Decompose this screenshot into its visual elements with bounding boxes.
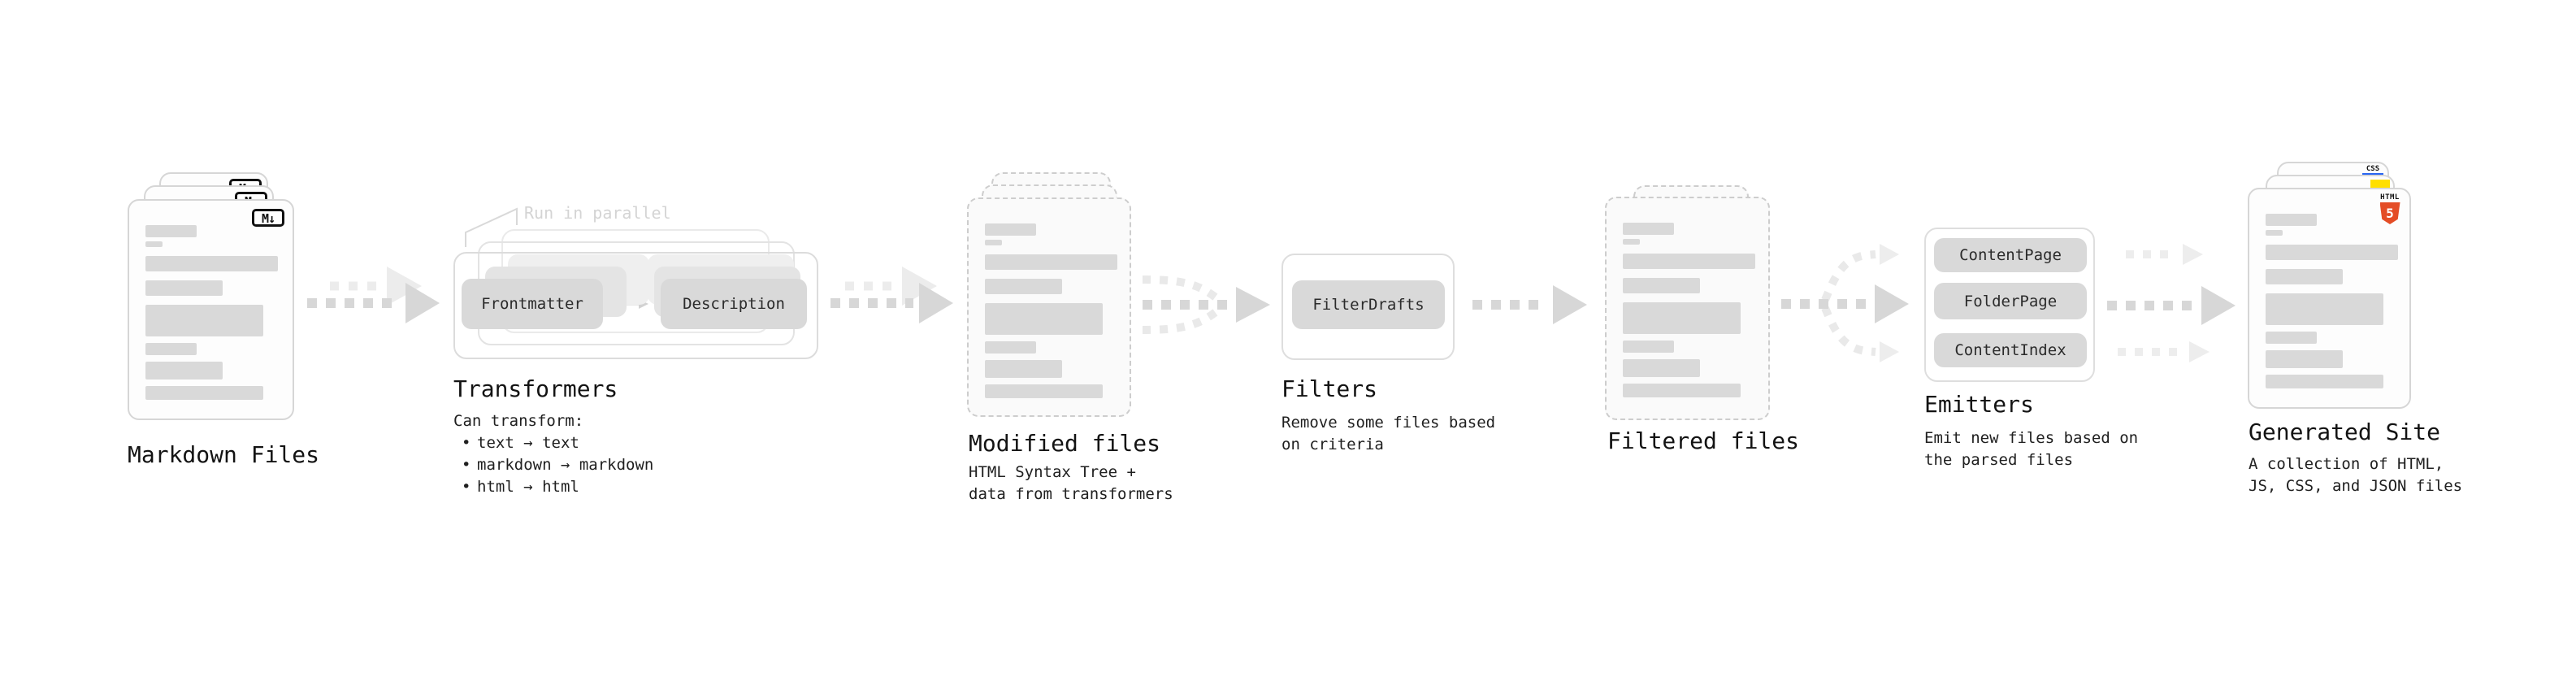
desc-line: A collection of HTML, — [2249, 455, 2444, 473]
desc-line: the parsed files — [1924, 451, 2074, 469]
desc-line: on criteria — [1281, 436, 1384, 453]
filtered-files-label: Filtered files — [1607, 427, 1800, 454]
skeleton-line — [145, 386, 263, 400]
skeleton-line — [145, 280, 223, 296]
contentindex-pill: ContentIndex — [1934, 333, 2087, 367]
transformers-title: Transformers — [453, 375, 618, 402]
transformer-box-front — [453, 252, 818, 359]
transformers-heading: Can transform: — [453, 412, 584, 430]
site-file-card-html: HTML 5 — [2248, 188, 2411, 409]
skeleton-line — [145, 241, 163, 247]
skeleton-line — [1623, 223, 1674, 235]
modified-files-description: HTML Syntax Tree + data from transformer… — [969, 462, 1173, 505]
transformers-description: Can transform: • text → text • markdown → … — [453, 410, 653, 498]
arrow-transformers-to-modified-icon — [830, 267, 953, 323]
desc-line: HTML Syntax Tree + — [969, 463, 1136, 481]
bullet-text: text → text — [477, 434, 579, 452]
bullet-text: html → html — [477, 478, 579, 496]
skeleton-line — [1623, 340, 1674, 353]
contentpage-pill: ContentPage — [1934, 238, 2087, 272]
bullet-icon: • — [462, 478, 471, 496]
arrow-emitters-to-site-icon — [2107, 244, 2236, 362]
desc-line: JS, CSS, and JSON files — [2249, 477, 2463, 495]
skeleton-line — [2266, 245, 2398, 260]
skeleton-line — [2266, 214, 2317, 226]
skeleton-line — [2266, 350, 2343, 368]
skeleton-line — [985, 223, 1036, 236]
bullet-text: markdown → markdown — [477, 456, 654, 474]
desc-line: data from transformers — [969, 485, 1173, 503]
filtered-file-card-front — [1605, 197, 1770, 420]
arrow-filters-to-filtered-icon — [1472, 285, 1587, 324]
skeleton-line — [2266, 293, 2383, 325]
skeleton-line — [1623, 302, 1741, 334]
generated-site-label: Generated Site — [2249, 419, 2441, 445]
frontmatter-pill: Frontmatter — [462, 279, 603, 329]
arrow-markdown-to-transformers-icon — [307, 267, 440, 323]
skeleton-line — [1623, 254, 1755, 269]
css-badge-text: CSS — [2366, 165, 2380, 173]
skeleton-line — [2266, 269, 2343, 284]
run-in-parallel-callout-line — [465, 207, 518, 247]
markdown-icon: M↓ — [252, 209, 284, 227]
skeleton-line — [2266, 332, 2317, 344]
modified-file-card-front — [967, 197, 1131, 417]
markdown-files-label: Markdown Files — [128, 441, 320, 468]
folderpage-pill: FolderPage — [1934, 283, 2087, 319]
transformer-bullet: • html → html — [453, 476, 653, 498]
html5-badge-text: HTML — [2380, 193, 2400, 202]
filterdrafts-pill: FilterDrafts — [1292, 280, 1445, 329]
skeleton-line — [985, 254, 1117, 270]
skeleton-line — [145, 362, 223, 380]
bullet-icon: • — [462, 434, 471, 452]
run-in-parallel-note: Run in parallel — [524, 203, 671, 223]
skeleton-line — [1623, 278, 1700, 293]
emitters-title: Emitters — [1924, 391, 2034, 418]
skeleton-line — [985, 279, 1062, 294]
html5-number: 5 — [2386, 206, 2394, 221]
skeleton-line — [1623, 384, 1741, 397]
skeleton-line — [985, 384, 1103, 398]
description-pill: Description — [661, 279, 807, 329]
skeleton-line — [145, 256, 278, 271]
filters-description: Remove some files based on criteria — [1281, 412, 1495, 456]
skeleton-line — [2266, 230, 2283, 236]
generated-site-description: A collection of HTML, JS, CSS, and JSON … — [2249, 453, 2462, 497]
skeleton-line — [985, 341, 1036, 354]
modified-files-label: Modified files — [969, 430, 1161, 457]
desc-line: Emit new files based on — [1924, 429, 2139, 447]
skeleton-line — [1623, 359, 1700, 377]
desc-line: Remove some files based — [1281, 414, 1496, 432]
skeleton-line — [145, 305, 263, 336]
filters-title: Filters — [1281, 375, 1378, 402]
skeleton-line — [985, 303, 1103, 335]
bullet-icon: • — [462, 456, 471, 474]
arrow-modified-to-filters-icon — [1142, 275, 1270, 334]
skeleton-line — [985, 240, 1002, 245]
skeleton-line — [145, 225, 197, 237]
markdown-file-card-front: M↓ — [128, 199, 294, 420]
transformer-bullet: • markdown → markdown — [453, 454, 653, 476]
emitters-description: Emit new files based on the parsed files — [1924, 427, 2138, 471]
javascript-icon — [2370, 180, 2390, 190]
skeleton-line — [985, 360, 1062, 378]
transformer-bullet: • text → text — [453, 432, 653, 454]
html5-icon: HTML 5 — [2378, 194, 2402, 224]
arrow-filtered-to-emitters-icon — [1781, 244, 1909, 362]
html5-shield: 5 — [2379, 202, 2400, 224]
skeleton-line — [2266, 375, 2383, 388]
skeleton-line — [145, 343, 197, 355]
skeleton-line — [1623, 239, 1640, 245]
